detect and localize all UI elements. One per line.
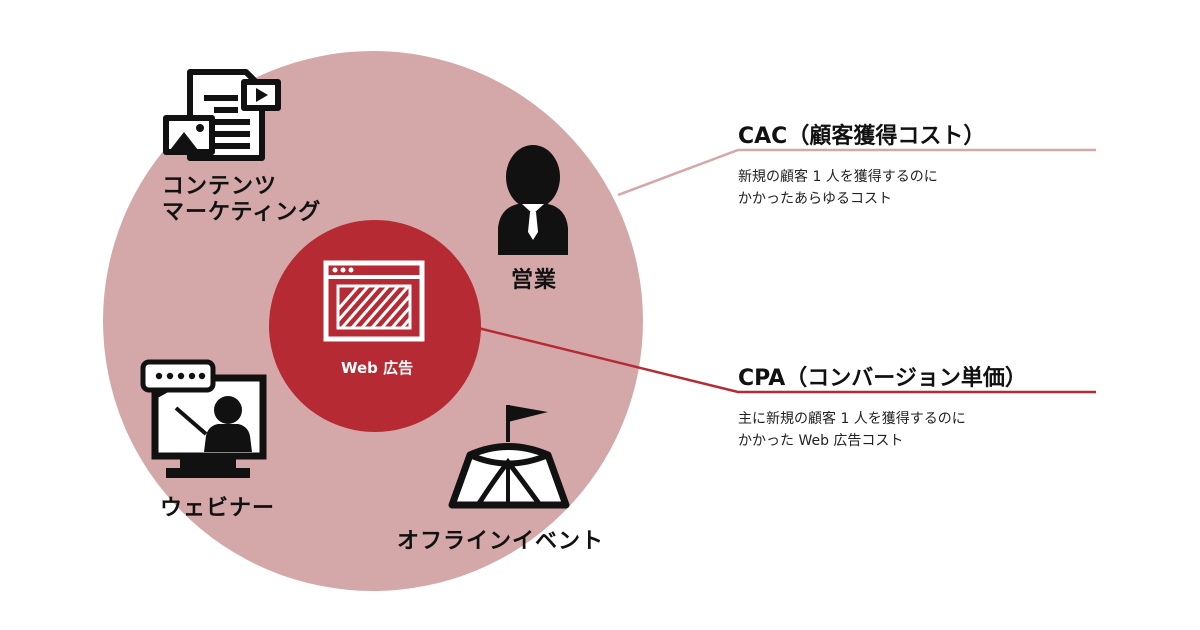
cpa-description: 主に新規の顧客 1 人を獲得するのに かかった Web 広告コスト [738, 408, 966, 452]
web-ad-label: Web 広告 [341, 359, 414, 377]
businessperson-icon [498, 145, 568, 255]
cpa-connector-line [477, 326, 1096, 394]
browser-window-icon [323, 260, 425, 342]
sales-label: 営業 [511, 268, 558, 293]
cac-description-line1: 新規の顧客 1 人を獲得するのに [738, 169, 938, 185]
monitor-presenter-icon [140, 359, 267, 478]
cac-connector-line [617, 148, 1096, 197]
document-video-image-icon [163, 69, 281, 161]
cpa-description-line1: 主に新規の顧客 1 人を獲得するのに [738, 411, 966, 427]
content-marketing-label-line1: コンテンツ [162, 174, 278, 199]
cac-title: CAC（顧客獲得コスト） [738, 124, 986, 149]
tent-flag-icon [448, 405, 570, 509]
offline-event-label: オフラインイベント [397, 529, 605, 554]
content-marketing-label-line2: マーケティング [162, 200, 322, 225]
cpa-description-line2: かかった Web 広告コスト [738, 433, 904, 449]
cac-description-line2: かかったあらゆるコスト [738, 191, 892, 207]
cpa-title: CPA（コンバージョン単価） [738, 366, 1027, 391]
cac-description: 新規の顧客 1 人を獲得するのに かかったあらゆるコスト [738, 166, 938, 210]
webinar-label: ウェビナー [160, 496, 276, 521]
content-marketing-label: コンテンツ マーケティング [162, 174, 321, 226]
